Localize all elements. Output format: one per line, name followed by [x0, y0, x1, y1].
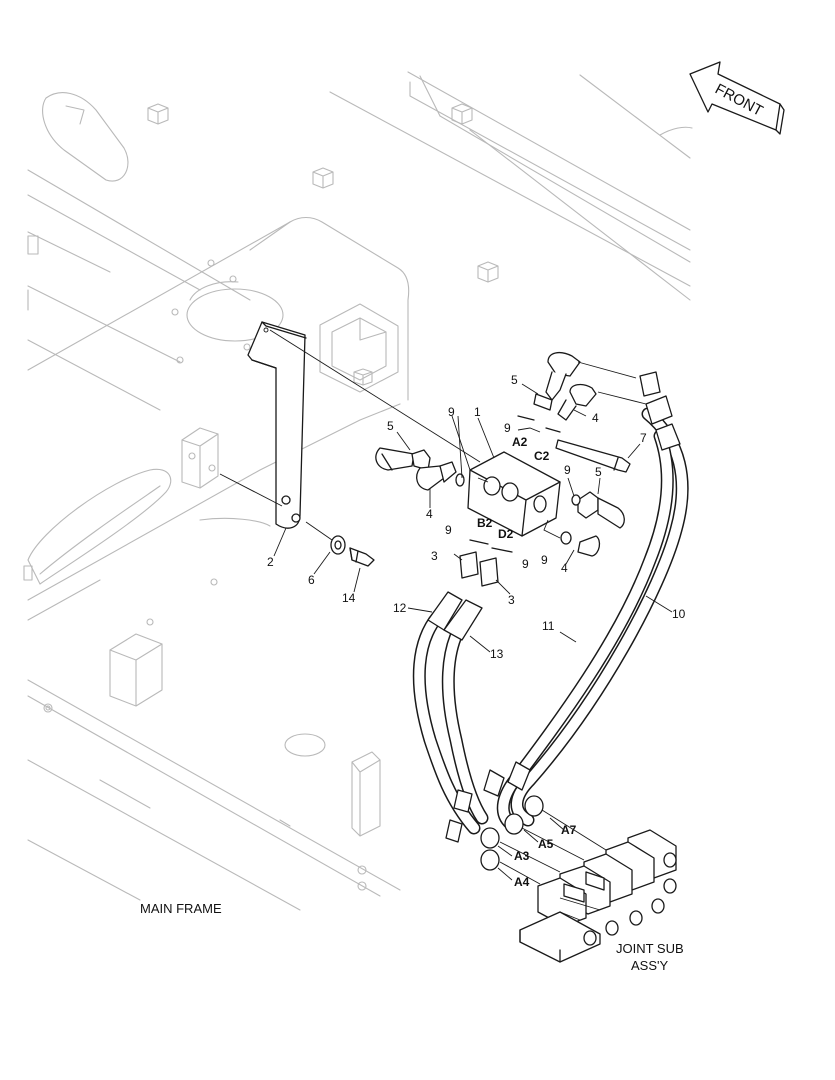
label-part-7: 7: [640, 431, 647, 445]
label-part-3b: 3: [508, 593, 515, 607]
port-label-a2: A2: [512, 435, 528, 449]
washer-and-bolt: [305, 521, 375, 567]
block-fittings: [375, 439, 631, 557]
label-part-12: 12: [393, 601, 407, 615]
port-labels: A2 C2 B2 D2 A7 A5 A3 A4: [477, 435, 577, 889]
main-frame-caption: MAIN FRAME: [140, 901, 222, 916]
label-part-13: 13: [490, 647, 504, 661]
port-label-a7: A7: [561, 823, 577, 837]
part-number-labels: 5 4 9 5 9 1 7 9 5 4 9 9 4 3 9 3 2 6 14 1…: [267, 373, 686, 661]
port-label-a3: A3: [514, 849, 530, 863]
port-label-a5: A5: [538, 837, 554, 851]
label-part-9e: 9: [541, 553, 548, 567]
label-part-2: 2: [267, 555, 274, 569]
label-part-5c: 5: [595, 465, 602, 479]
upper-elbow-fittings: [517, 351, 647, 433]
front-arrow-icon: FRONT: [689, 61, 785, 135]
label-part-5a: 5: [511, 373, 518, 387]
label-part-9f: 9: [522, 557, 529, 571]
joint-sub-assembly: [499, 809, 677, 963]
port-label-a4: A4: [514, 875, 530, 889]
label-part-9b: 9: [448, 405, 455, 419]
captions: MAIN FRAME JOINT SUB ASS'Y: [140, 901, 684, 973]
joint-sub-caption-line1: JOINT SUB: [616, 941, 684, 956]
port-label-c2: C2: [534, 449, 550, 463]
label-part-1: 1: [474, 405, 481, 419]
valve-block: [467, 451, 561, 537]
port-label-d2: D2: [498, 527, 514, 541]
label-part-10: 10: [672, 607, 686, 621]
label-part-5b: 5: [387, 419, 394, 433]
label-part-11: 11: [542, 619, 555, 633]
label-part-4c: 4: [561, 561, 568, 575]
label-part-4a: 4: [592, 411, 599, 425]
mounting-bracket: [219, 321, 481, 529]
label-part-3a: 3: [431, 549, 438, 563]
label-part-6: 6: [308, 573, 315, 587]
label-part-14: 14: [342, 591, 356, 605]
leader-lines: [273, 383, 673, 881]
label-part-9a: 9: [504, 421, 511, 435]
lower-adapters: [459, 539, 513, 587]
port-label-b2: B2: [477, 516, 493, 530]
label-part-9d: 9: [445, 523, 452, 537]
label-part-4b: 4: [426, 507, 433, 521]
hose-assemblies: [412, 371, 689, 871]
label-part-9c: 9: [564, 463, 571, 477]
joint-sub-caption-line2: ASS'Y: [631, 958, 668, 973]
main-frame-outline: [23, 71, 693, 911]
